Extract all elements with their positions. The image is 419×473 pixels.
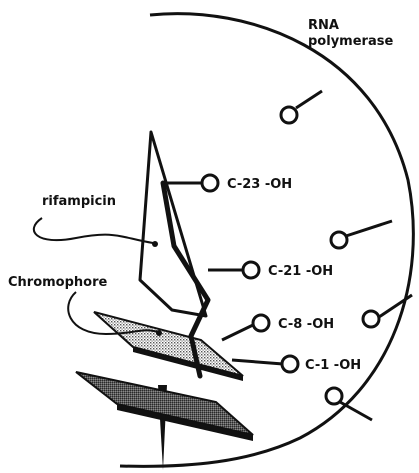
rifampicin-pointer-dot xyxy=(152,241,158,247)
enzyme-label-line1: RNA xyxy=(308,18,339,33)
c1-oh-label: C-1 -OH xyxy=(305,358,361,373)
c21-oh-label: C-21 -OH xyxy=(268,264,333,279)
enzyme-label-line2: polymerase xyxy=(308,34,393,49)
enzyme-site-right xyxy=(363,295,412,327)
rifampicin-pointer xyxy=(34,218,153,243)
rifampicin-label: rifampicin xyxy=(42,194,116,209)
c1-oh-group xyxy=(232,356,298,372)
c23-oh-group xyxy=(165,175,218,191)
enzyme-site-mid xyxy=(331,221,392,248)
enzyme-site-top xyxy=(281,91,322,123)
c23-oh-label: C-23 -OH xyxy=(227,177,292,192)
c8-oh-group xyxy=(222,315,269,340)
chromophore-plane xyxy=(94,312,243,376)
c21-oh-group xyxy=(208,262,259,278)
rifampicin-ansa-triangle xyxy=(140,132,206,316)
chromophore-label: Chromophore xyxy=(8,275,108,290)
chromophore-pointer-dot xyxy=(156,330,162,336)
c8-oh-label: C-8 -OH xyxy=(278,317,334,332)
